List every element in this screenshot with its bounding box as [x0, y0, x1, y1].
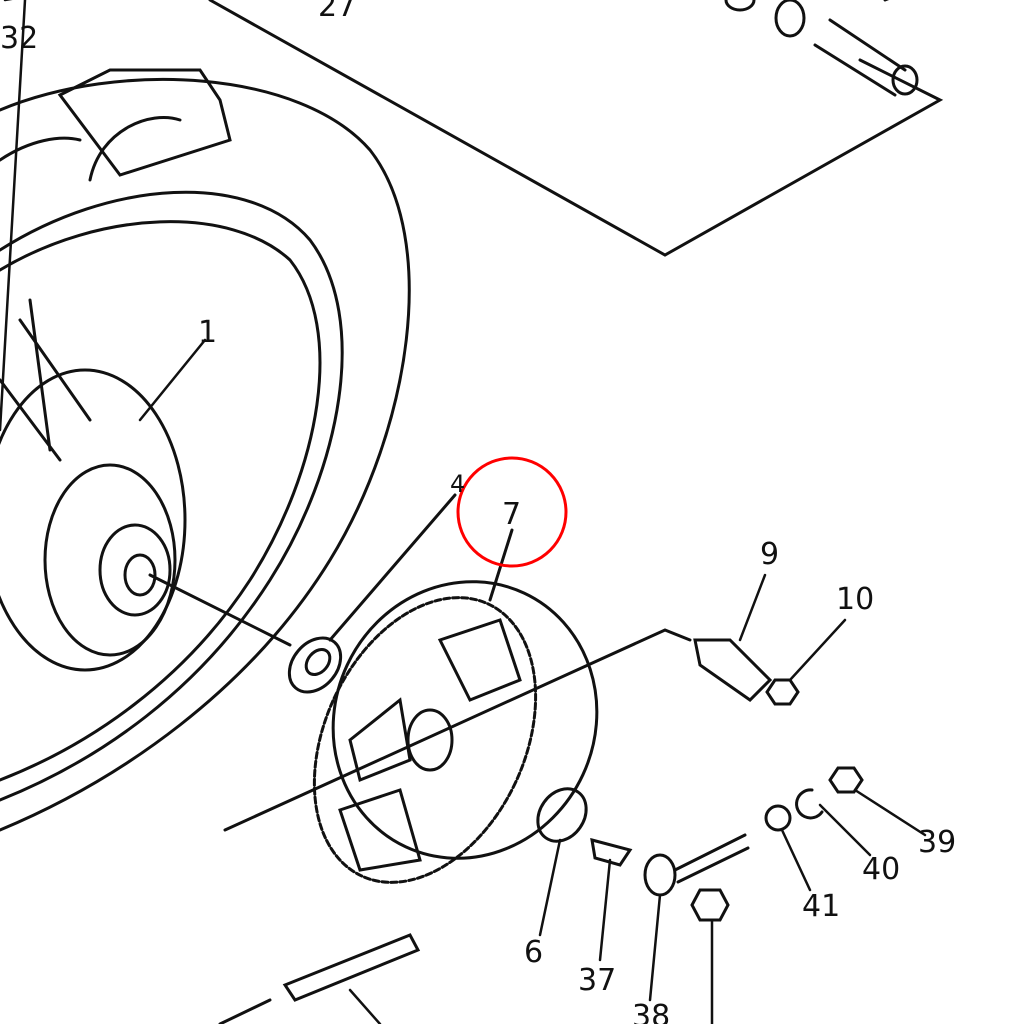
nut-38: [690, 888, 730, 922]
part-label-10: 10: [836, 582, 875, 617]
part-label-39: 39: [918, 825, 957, 860]
part-label-32: 32: [0, 21, 39, 56]
part-label-41: 41: [802, 889, 841, 924]
clip-40: [795, 788, 824, 820]
chain-adjuster-part: [693, 638, 773, 702]
part-label-38: 38: [632, 999, 671, 1024]
nut-39: [828, 766, 864, 794]
part-label-40: 40: [862, 852, 901, 887]
drive-chain: [218, 933, 421, 1024]
bolt-38-shank: [673, 833, 750, 884]
wheel-hub: [0, 298, 187, 672]
tire: [0, 68, 411, 832]
bearing-part: [287, 636, 343, 694]
collar-6: [536, 787, 588, 843]
leader-4: [328, 493, 457, 642]
small-parts: [536, 638, 864, 922]
part-label-27: 27: [318, 0, 357, 24]
nut-10: [765, 678, 800, 706]
part-label-6: 6: [524, 935, 544, 970]
chain-centerline: [223, 628, 692, 832]
part-label-1: 1: [198, 315, 218, 350]
spacer-37: [590, 837, 633, 867]
part-label-9: 9: [760, 537, 780, 572]
highlight-circle: [456, 456, 568, 568]
leader-lines: [0, 0, 927, 1024]
axle-centerline: [148, 573, 292, 647]
part-label-37: 37: [578, 963, 617, 998]
washer-41: [764, 804, 792, 832]
bolt-38-head: [643, 853, 677, 897]
axle-assembly-outline: [208, 0, 944, 257]
part-label-4: 4: [450, 470, 466, 498]
sprocket-part: [312, 580, 599, 884]
axle-spacer-part: [724, 0, 919, 97]
part-label-7: 7: [502, 497, 522, 532]
